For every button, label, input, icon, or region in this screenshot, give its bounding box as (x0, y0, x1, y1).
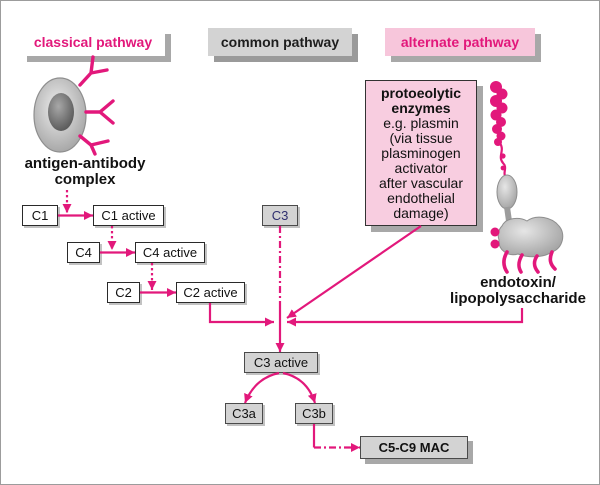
fatty-acid-tail (517, 253, 524, 274)
alternate-pathway-header: alternate pathway (385, 28, 535, 56)
c1-active-box: C1 active (93, 205, 164, 226)
o-antigen-bead (492, 124, 502, 134)
complex-label-line: complex (54, 171, 116, 188)
arrow-c2-active-to-c3-activation (208, 303, 274, 327)
arrow-enzymes-to-c3-activation (286, 225, 422, 319)
o-antigen-bead (496, 102, 508, 114)
cell-nucleus (48, 93, 74, 131)
c3-active-box: C3 active (244, 352, 318, 373)
arrow-c3-active-to-c3a (243, 371, 280, 404)
antibody-icon (84, 99, 115, 125)
o-antigen-bead (496, 88, 508, 100)
arrow-c3-active-to-c3b (282, 371, 317, 404)
antigen-antibody-label-line: antigen-antibody (24, 155, 146, 172)
lipopolysaccharide-icon (490, 81, 564, 274)
lipopolysaccharide-label-line: lipopolysaccharide (450, 290, 586, 307)
enzymes-text-line: damage) (393, 205, 449, 221)
o-antigen-chain-line (497, 140, 508, 180)
enzymes-title-line: protoeolytic (380, 85, 462, 101)
core-oligosaccharide (496, 174, 518, 210)
c2-box: C2 (107, 282, 140, 303)
fatty-acid-tail (502, 250, 509, 274)
c3b-box: C3b (295, 403, 333, 424)
c3a-box: C3a (225, 403, 263, 424)
enzymes-text-line: activator (394, 160, 448, 176)
enzymes-text-line: plasminogen (381, 145, 461, 161)
core-connector (504, 206, 512, 222)
classical-pathway-header: classical pathway (21, 28, 165, 56)
fatty-acid-tail (548, 250, 557, 271)
fatty-acid-tail (532, 254, 540, 274)
o-antigen-bead (494, 138, 502, 146)
enzymes-title-line: enzymes (391, 100, 451, 116)
antigen-antibody-complex-icon (33, 55, 115, 156)
pathway-arrows (58, 190, 524, 452)
endotoxin-label-line: endotoxin/ (480, 274, 556, 291)
lipid-a-phosphate (490, 227, 500, 237)
enzymes-text-line: e.g. plasmin (383, 115, 459, 131)
lipid-a-body (497, 216, 564, 258)
o-antigen-bead (500, 165, 506, 171)
endotoxin-label: endotoxin/ lipopolysaccharide (440, 275, 596, 307)
o-antigen-bead (500, 153, 506, 159)
c3-box: C3 (262, 205, 298, 226)
antigen-antibody-complex-label: antigen-antibody complex (10, 156, 160, 188)
enzymes-text-line: endothelial (387, 190, 455, 206)
mac-box: C5-C9 MAC (360, 436, 468, 459)
arrow-endotoxin-to-c3-activation (287, 308, 524, 327)
antigen-cell (33, 77, 87, 153)
o-antigen-bead (490, 95, 502, 107)
o-antigen-bead (490, 81, 502, 93)
common-pathway-header: common pathway (208, 28, 352, 56)
o-antigen-bead (490, 109, 502, 121)
c4-box: C4 (67, 242, 100, 263)
antibody-icon (78, 134, 110, 156)
o-antigen-bead (496, 117, 506, 127)
o-antigen-bead (496, 131, 506, 141)
c2-active-box: C2 active (176, 282, 245, 303)
enzymes-text-line: after vascular (378, 175, 464, 191)
antibody-icon (78, 55, 109, 87)
proteolytic-enzymes-box: protoeolytic enzymes e.g. plasmin (via t… (365, 80, 477, 226)
lipid-a-phosphate (490, 239, 500, 249)
c4-active-box: C4 active (135, 242, 205, 263)
enzymes-text-line: (via tissue (389, 130, 453, 146)
c1-box: C1 (22, 205, 58, 226)
